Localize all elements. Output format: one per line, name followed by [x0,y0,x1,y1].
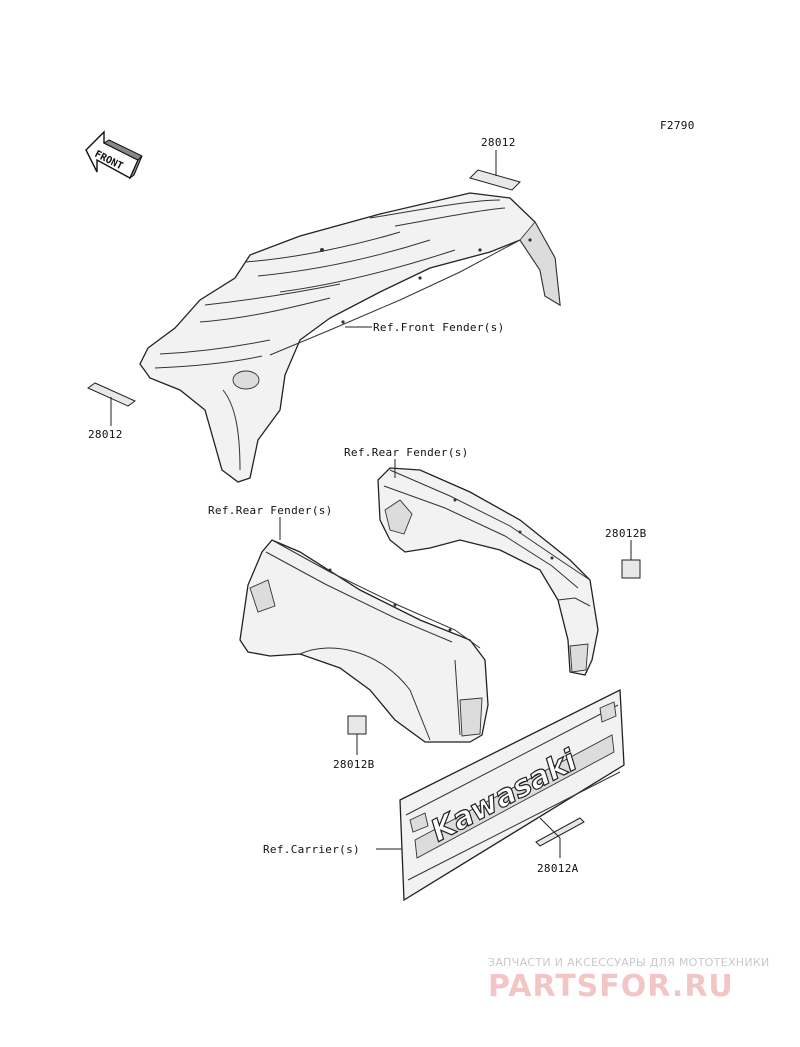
rear-fender-left [239,539,489,743]
decal-28012-left: 28012 [87,382,136,441]
callout-28012-top: 28012 [481,136,516,149]
carrier-tailgate: Kawasaki [399,688,625,902]
ref-front-fender: Ref.Front Fender(s) [373,321,505,334]
callout-28012-left: 28012 [88,428,123,441]
front-direction-arrow: FRONT [85,130,143,180]
ref-rear-fender-left: Ref.Rear Fender(s) [208,504,333,517]
callout-28012B-left: 28012B [333,758,375,771]
decal-28012-top: 28012 [469,136,521,191]
rear-fender-right [377,467,599,676]
decal-28012B-right: 28012B [605,527,647,579]
watermark-tagline: ЗАПЧАСТИ И АКСЕССУАРЫ ДЛЯ МОТОТЕХНИКИ [488,956,770,969]
ref-rear-fender-right: Ref.Rear Fender(s) [344,446,469,459]
ref-carrier: Ref.Carrier(s) [263,843,360,856]
watermark: ЗАПЧАСТИ И АКСЕССУАРЫ ДЛЯ МОТОТЕХНИКИ PA… [488,956,770,1004]
callout-28012A: 28012A [537,862,579,875]
watermark-site: PARTSFOR.RU [488,969,734,1004]
front-fender [139,192,561,483]
figure-code: F2790 [660,119,695,132]
decal-28012A: 28012A [535,817,585,875]
decal-28012B-left: 28012B [333,715,375,771]
callout-28012B-right: 28012B [605,527,647,540]
